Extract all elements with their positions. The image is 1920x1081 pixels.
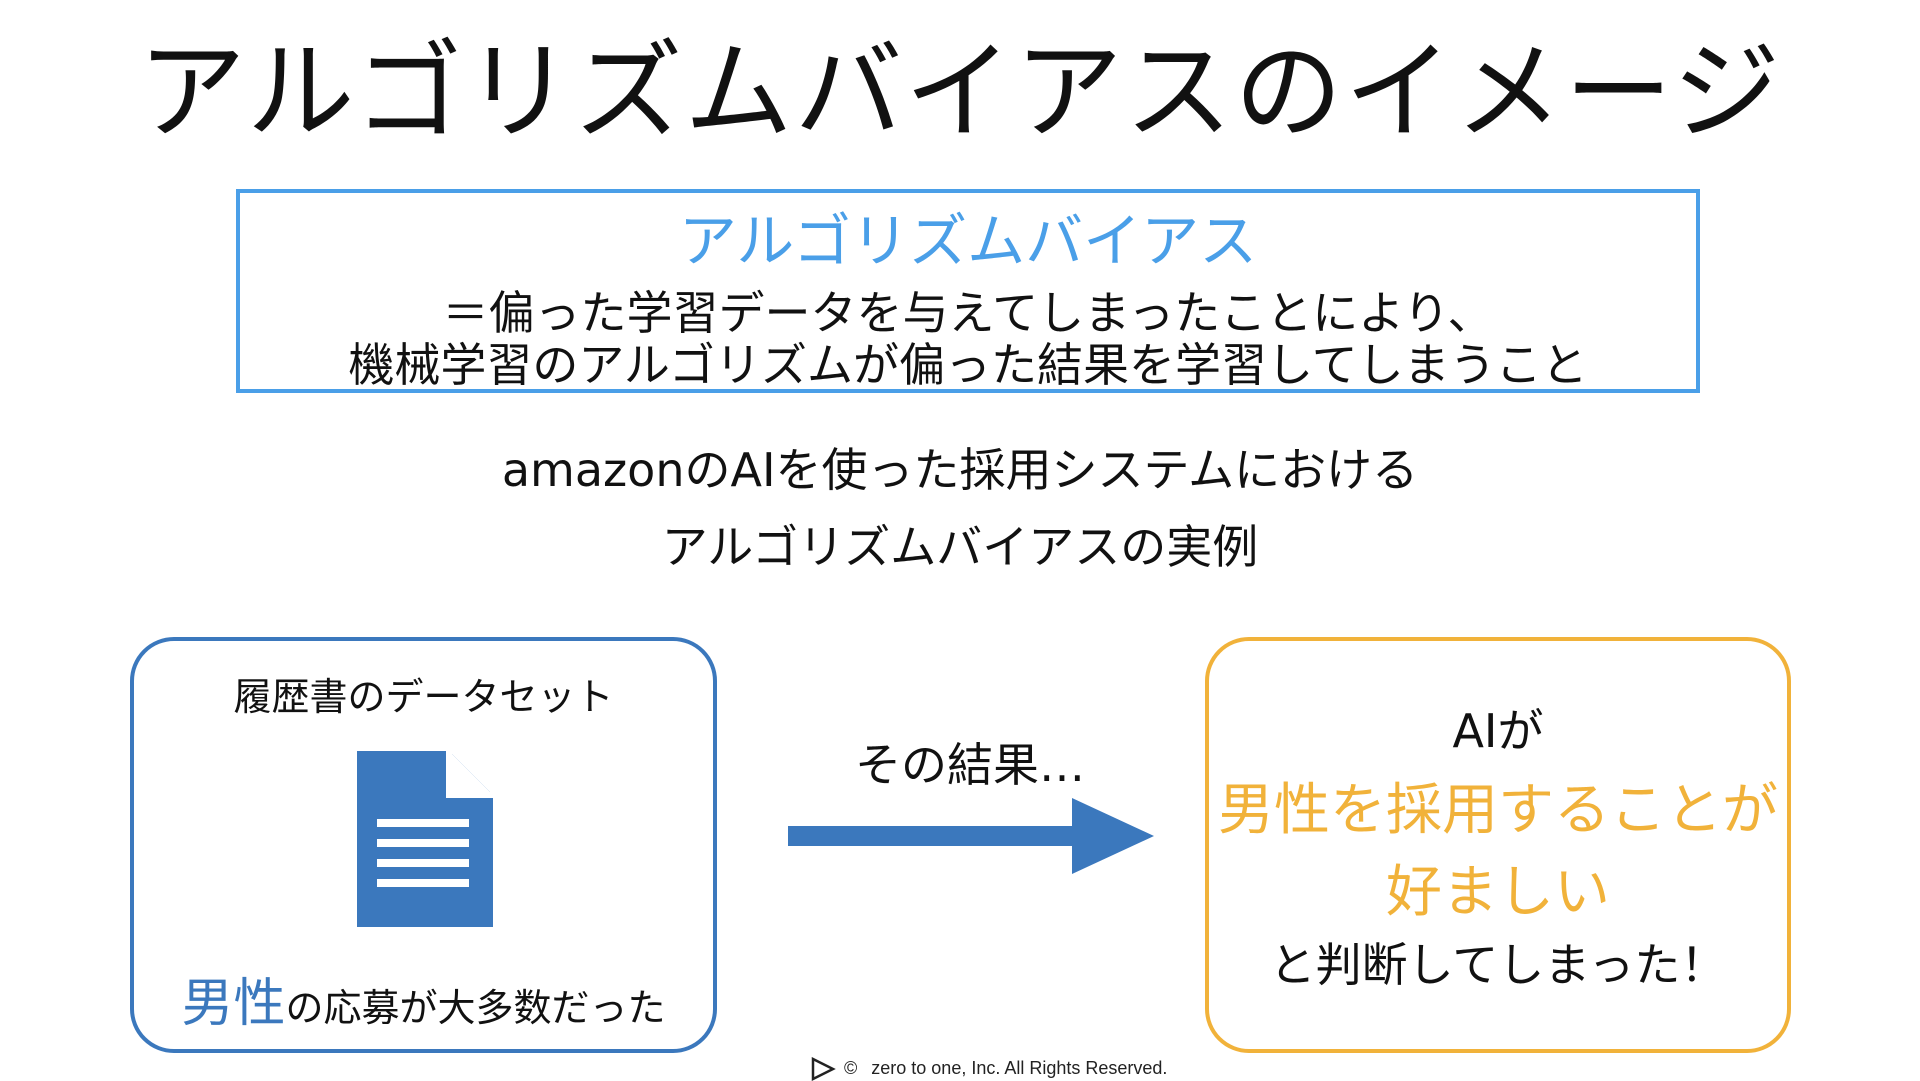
result-text-line-2: と判断してしまった！ — [1269, 938, 1727, 992]
definition-text-line-2: 機械学習のアルゴリズムが偏った結果を学習してしまうこと — [348, 338, 1588, 392]
definition-text-line-1: ＝偏った学習データを与えてしまったことにより、 — [442, 286, 1494, 340]
result-highlight-line-2: 好ましい — [1386, 860, 1610, 925]
result-text-line-1: AIが — [1452, 704, 1544, 758]
document-icon — [357, 751, 493, 927]
definition-box: アルゴリズムバイアス ＝偏った学習データを与えてしまったことにより、 機械学習の… — [236, 189, 1700, 393]
slide-title: アルゴリズムバイアスのイメージ — [137, 30, 1783, 155]
right-arrow-icon — [788, 798, 1154, 874]
result-card: AIが 男性を採用することが 好ましい と判断してしまった！ — [1205, 637, 1791, 1053]
result-highlight-line-1: 男性を採用することが — [1218, 778, 1778, 843]
company-logo-icon — [811, 1057, 836, 1081]
footer: © zero to one, Inc. All Rights Reserved. — [810, 1056, 1167, 1081]
case-heading-line-1: amazonのAIを使った採用システムにおける — [501, 443, 1419, 497]
dataset-note: 男性の応募が大多数だった — [134, 961, 713, 1036]
dataset-card: 履歴書のデータセット 男性の応募が大多数だった — [130, 637, 717, 1053]
dataset-highlight-text: 男性 — [181, 974, 286, 1034]
dataset-label: 履歴書のデータセット — [233, 675, 614, 719]
case-heading-line-2: アルゴリズムバイアスの実例 — [661, 520, 1259, 574]
arrow-label: その結果… — [855, 738, 1085, 792]
dataset-note-text: の応募が大多数だった — [285, 986, 666, 1030]
copyright-symbol: © — [844, 1058, 858, 1078]
footer-text: zero to one, Inc. All Rights Reserved. — [871, 1058, 1168, 1078]
definition-term: アルゴリズムバイアス — [678, 207, 1258, 275]
